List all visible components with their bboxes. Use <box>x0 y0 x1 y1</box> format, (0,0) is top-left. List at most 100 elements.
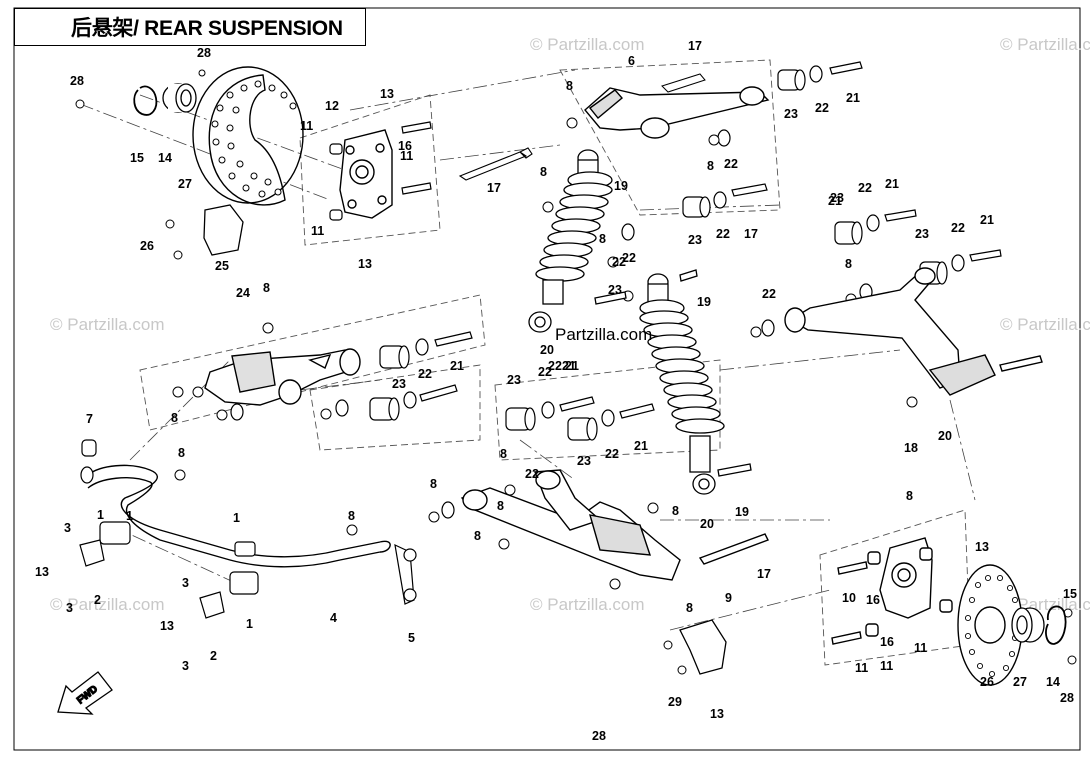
callout-label-15: 15 <box>1063 587 1077 601</box>
upper-left-arm <box>204 348 361 406</box>
callout-label-13: 13 <box>160 619 174 633</box>
callout-label-22: 22 <box>538 365 552 379</box>
brand-mark: Partzilla.com <box>555 325 652 344</box>
watermark: © Partzilla.com <box>1000 315 1090 334</box>
callout-label-4: 4 <box>330 611 337 625</box>
callout-label-23: 23 <box>507 373 521 387</box>
callout-label-23: 23 <box>915 227 929 241</box>
callout-label-11: 11 <box>400 149 413 163</box>
callout-label-8: 8 <box>178 446 185 460</box>
callout-label-23: 23 <box>830 191 844 205</box>
callout-label-12: 12 <box>325 99 339 113</box>
title-text: 后悬架/ REAR SUSPENSION <box>71 17 343 40</box>
callout-label-21: 21 <box>846 91 860 105</box>
callout-label-8: 8 <box>707 159 714 173</box>
callout-label-19: 19 <box>614 179 628 193</box>
callout-label-2: 2 <box>210 649 217 663</box>
callout-label-11: 11 <box>914 641 927 655</box>
top-arm-outline <box>559 59 781 216</box>
callout-label-3: 3 <box>66 601 73 615</box>
callout-label-17: 17 <box>744 227 758 241</box>
callout-label-8: 8 <box>497 499 504 513</box>
upper-arm-top <box>584 86 770 139</box>
callout-label-13: 13 <box>35 565 49 579</box>
callout-label-22: 22 <box>605 447 619 461</box>
callout-label-14: 14 <box>158 151 172 165</box>
stabilizer-bushings <box>79 439 417 619</box>
brake-guard-right <box>679 619 727 675</box>
callout-label-20: 20 <box>540 343 554 357</box>
callout-label-8: 8 <box>500 447 507 461</box>
callout-label-23: 23 <box>608 283 622 297</box>
callout-label-27: 27 <box>178 177 192 191</box>
callout-label-17: 17 <box>757 567 771 581</box>
callout-label-8: 8 <box>845 257 852 271</box>
watermark: © Partzilla.com <box>50 315 165 334</box>
callout-label-8: 8 <box>686 601 693 615</box>
callout-label-28: 28 <box>1060 691 1074 705</box>
callout-label-22: 22 <box>762 287 776 301</box>
callout-label-8: 8 <box>430 477 437 491</box>
callout-label-25: 25 <box>215 259 229 273</box>
callout-label-29: 29 <box>668 695 682 709</box>
callout-label-8: 8 <box>540 165 547 179</box>
upper-left-arm-outline <box>139 294 486 431</box>
callout-label-28: 28 <box>70 74 84 88</box>
callout-label-23: 23 <box>577 454 591 468</box>
callout-label-22: 22 <box>951 221 965 235</box>
callout-label-22: 22 <box>622 251 636 265</box>
shock-absorber-upper <box>528 149 627 333</box>
watermark: © Partzilla.com <box>1000 35 1090 54</box>
callout-label-11: 11 <box>855 661 868 675</box>
callout-label-8: 8 <box>348 509 355 523</box>
callout-label-22: 22 <box>548 359 562 373</box>
callout-label-23: 23 <box>688 233 702 247</box>
callout-label-18: 18 <box>904 441 918 455</box>
callout-label-8: 8 <box>906 489 913 503</box>
callout-label-13: 13 <box>710 707 724 721</box>
callout-label-13: 13 <box>380 87 394 101</box>
callout-label-1: 1 <box>246 617 253 631</box>
pin-set-left <box>329 121 432 221</box>
callout-label-7: 7 <box>86 412 93 426</box>
callout-label-21: 21 <box>634 439 648 453</box>
callout-label-26: 26 <box>980 675 994 689</box>
bearing-left <box>162 83 197 113</box>
bushing-group-outline <box>309 364 481 451</box>
callout-label-20: 20 <box>700 517 714 531</box>
callout-label-14: 14 <box>1046 675 1060 689</box>
page-title: 后悬架/ REAR SUSPENSION <box>14 8 366 46</box>
callout-label-22: 22 <box>612 255 626 269</box>
callout-label-8: 8 <box>263 281 270 295</box>
callout-label-13: 13 <box>358 257 372 271</box>
callout-label-22: 22 <box>716 227 730 241</box>
bearing-right <box>1011 607 1045 643</box>
callout-label-8: 8 <box>566 79 573 93</box>
callout-label-26: 26 <box>140 239 154 253</box>
bolt-17-upper <box>458 147 533 181</box>
knuckle-group-outline <box>299 94 441 246</box>
fwd-arrow-icon: FWD <box>57 671 113 715</box>
callout-label-24: 24 <box>236 286 250 300</box>
callout-label-22: 22 <box>724 157 738 171</box>
bushing-set <box>230 61 1002 519</box>
callout-label-21: 21 <box>565 359 579 373</box>
callout-label-11: 11 <box>880 659 893 673</box>
callout-label-8: 8 <box>672 504 679 518</box>
callout-label-20: 20 <box>938 429 952 443</box>
watermark: © Partzilla.com <box>530 595 645 614</box>
callout-label-19: 19 <box>735 505 749 519</box>
page-border <box>13 7 1081 751</box>
callout-label-1: 1 <box>126 509 133 523</box>
shock-absorber-lower <box>639 269 752 495</box>
callout-label-22: 22 <box>858 181 872 195</box>
callout-label-11: 11 <box>300 119 313 133</box>
callout-label-21: 21 <box>980 213 994 227</box>
callout-label-15: 15 <box>130 151 144 165</box>
callout-label-3: 3 <box>64 521 71 535</box>
knuckle-left <box>339 129 393 219</box>
callout-label-8: 8 <box>171 411 178 425</box>
